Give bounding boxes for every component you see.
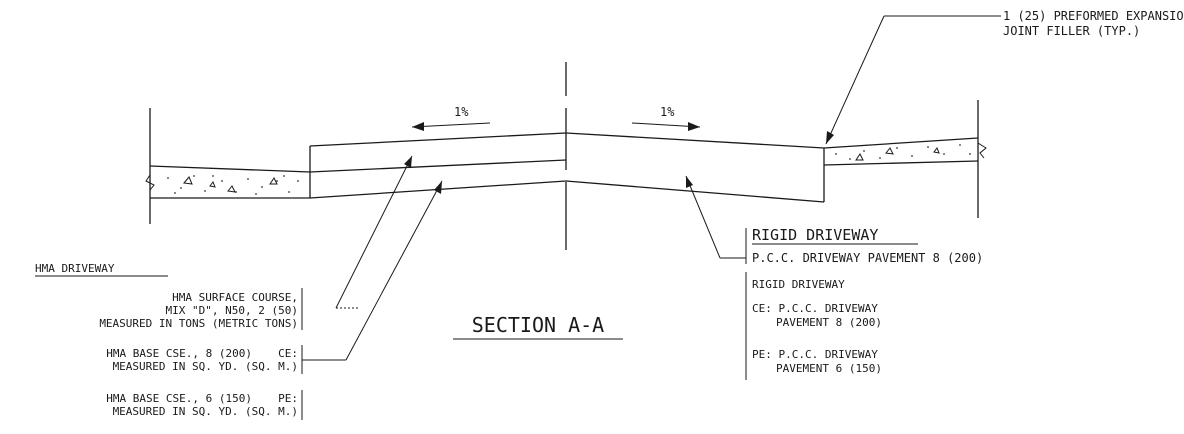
slope-arrow-right bbox=[631, 122, 701, 131]
rigid-driveway-leader bbox=[685, 175, 746, 259]
joint-filler-label-line2: JOINT FILLER (TYP.) bbox=[1003, 24, 1140, 38]
joint-filler-label-line1: 1 (25) PREFORMED EXPANSION bbox=[1003, 9, 1184, 23]
rigid-driveway-notes: RIGID DRIVEWAY P.C.C. DRIVEWAY PAVEMENT … bbox=[745, 226, 983, 380]
section-title: SECTION A-A bbox=[472, 313, 604, 337]
hma-driveway-notes: HMA DRIVEWAY HMA SURFACE COURSE, MIX "D"… bbox=[35, 262, 303, 420]
rigid-pavement-section bbox=[565, 132, 825, 203]
rigid-heading: RIGID DRIVEWAY bbox=[752, 226, 878, 244]
left-aggregate-shoulder bbox=[145, 108, 311, 224]
hma-base-leader bbox=[302, 180, 443, 361]
hma-base-ce-line1: HMA BASE CSE., 8 (200) bbox=[106, 347, 252, 360]
rigid-pe-line1: PE: P.C.C. DRIVEWAY bbox=[752, 348, 878, 361]
slope-label-right: 1% bbox=[660, 105, 675, 119]
hma-base-ce-tag: CE: bbox=[278, 347, 298, 360]
rigid-pavement: P.C.C. DRIVEWAY PAVEMENT 8 (200) bbox=[752, 251, 983, 265]
hma-heading: HMA DRIVEWAY bbox=[35, 262, 115, 275]
joint-filler-leader bbox=[825, 15, 1001, 145]
hma-surface-line1: HMA SURFACE COURSE, bbox=[172, 291, 298, 304]
hma-base-ce-line2: MEASURED IN SQ. YD. (SQ. M.) bbox=[113, 360, 298, 373]
rigid-subheading: RIGID DRIVEWAY bbox=[752, 278, 845, 291]
hma-surface-line2: MIX "D", N50, 2 (50) bbox=[166, 304, 298, 317]
hma-surface-line3: MEASURED IN TONS (METRIC TONS) bbox=[99, 317, 298, 330]
slope-label-left: 1% bbox=[454, 105, 469, 119]
slope-arrow-left bbox=[411, 122, 491, 131]
hma-surface-leader bbox=[335, 155, 413, 309]
rigid-ce-line1: CE: P.C.C. DRIVEWAY bbox=[752, 302, 878, 315]
rigid-pe-line2: PAVEMENT 6 (150) bbox=[776, 362, 882, 375]
rigid-ce-line2: PAVEMENT 8 (200) bbox=[776, 316, 882, 329]
hma-base-pe-line1: HMA BASE CSE., 6 (150) bbox=[106, 392, 252, 405]
hma-base-pe-tag: PE: bbox=[278, 392, 298, 405]
right-aggregate-shoulder bbox=[823, 100, 987, 218]
hma-base-pe-line2: MEASURED IN SQ. YD. (SQ. M.) bbox=[113, 405, 298, 418]
